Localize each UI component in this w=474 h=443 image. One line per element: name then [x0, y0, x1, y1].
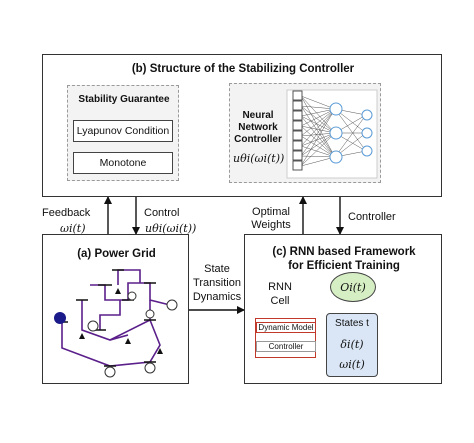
power-grid-panel: (a) Power Grid	[42, 234, 189, 384]
state-delta: δi(t)	[340, 338, 364, 351]
optimal-weights-label-1: Optimal	[252, 206, 290, 218]
optimal-weights-label-2: Weights	[251, 219, 291, 231]
nn-label-line1: Neural	[242, 110, 274, 121]
nn-label-line2: Network	[238, 122, 278, 133]
rnn-controller-label: Controller	[256, 341, 316, 352]
control-label: Control	[144, 207, 180, 219]
feedback-symbol: ωi(t)	[60, 222, 86, 235]
dynamic-model-group: Dynamic Model Controller	[255, 318, 316, 358]
dynamic-model-label: Dynamic Model	[256, 322, 316, 333]
nn-formula: uθi(ωi(t))	[233, 152, 285, 165]
output-label: Oi(t)	[340, 280, 366, 294]
stability-title: Stability Guarantee	[78, 94, 170, 105]
structure-panel-title: (b) Structure of the Stabilizing Control…	[131, 63, 355, 75]
controller-label: Controller	[348, 211, 396, 223]
power-grid-title: (a) Power Grid	[77, 248, 156, 260]
output-node: Oi(t)	[330, 272, 376, 302]
state-label-3: Dynamics	[192, 291, 242, 303]
rnn-cell-label-2: Cell	[270, 295, 290, 307]
state-omega: ωi(t)	[339, 358, 365, 371]
rnn-title-line1: (c) RNN based Framework	[272, 246, 416, 258]
control-symbol: uθi(ωi(t))	[145, 222, 197, 235]
states-title: States t	[335, 318, 369, 329]
nn-label-line3: Controller	[234, 134, 282, 145]
states-box: States t δi(t) ωi(t)	[326, 313, 378, 377]
monotone-box: Monotone	[73, 152, 173, 174]
lyapunov-condition-box: Lyapunov Condition	[73, 120, 173, 142]
state-label-2: Transition	[193, 277, 241, 289]
rnn-cell-label-1: RNN	[268, 281, 292, 293]
state-label-1: State	[204, 263, 230, 275]
feedback-label: Feedback	[42, 207, 91, 219]
rnn-title-line2: for Efficient Training	[288, 260, 400, 272]
